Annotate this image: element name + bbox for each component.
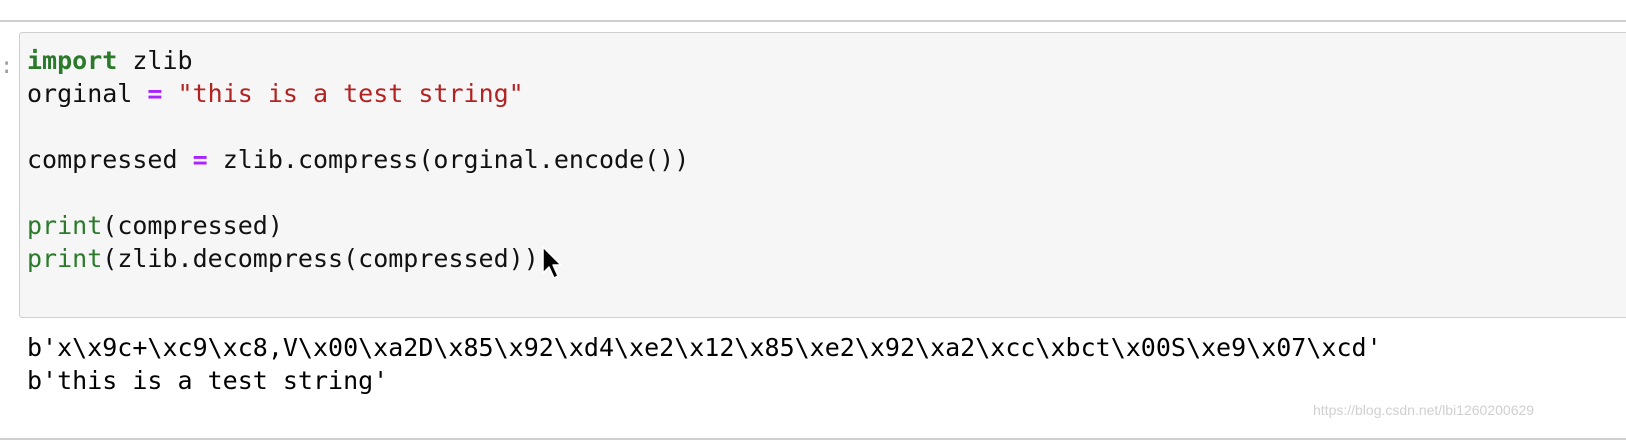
operator-token: = — [147, 79, 163, 108]
string-token: "this is a test string" — [177, 79, 524, 108]
builtin-token: print — [27, 244, 103, 273]
code-token: orginal — [27, 79, 148, 108]
code-token: (compressed) — [102, 211, 283, 240]
code-line — [27, 110, 689, 143]
builtin-token: print — [27, 211, 103, 240]
cell-prompt-marker: : — [0, 54, 14, 79]
watermark-text: https://blog.csdn.net/lbi1260200629 — [1313, 402, 1535, 418]
code-line: import zlib — [27, 44, 689, 77]
code-token: zlib — [117, 46, 193, 75]
code-line: print(compressed) — [27, 209, 689, 242]
cell-output: b'x\x9c+\xc9\xc8,V\x00\xa2D\x85\x92\xd4\… — [27, 331, 1382, 397]
output-line: b'x\x9c+\xc9\xc8,V\x00\xa2D\x85\x92\xd4\… — [27, 333, 1382, 362]
code-token: compressed — [27, 145, 193, 174]
code-line: orginal = "this is a test string" — [27, 77, 689, 110]
code-token: zlib.compress(orginal.encode()) — [207, 145, 690, 174]
code-line: compressed = zlib.compress(orginal.encod… — [27, 143, 689, 176]
code-cell-editor[interactable] — [19, 32, 1626, 318]
keyword-token: import — [27, 46, 118, 75]
operator-token: = — [192, 145, 208, 174]
cell-top-divider — [0, 20, 1626, 22]
code-token — [162, 79, 177, 108]
code-line: print(zlib.decompress(compressed)) — [27, 242, 689, 275]
code-token: (zlib.decompress(compressed)) — [102, 244, 539, 273]
code-line — [27, 176, 689, 209]
output-line: b'this is a test string' — [27, 366, 389, 395]
cell-bottom-divider — [0, 438, 1626, 440]
mouse-pointer-icon — [542, 246, 562, 279]
